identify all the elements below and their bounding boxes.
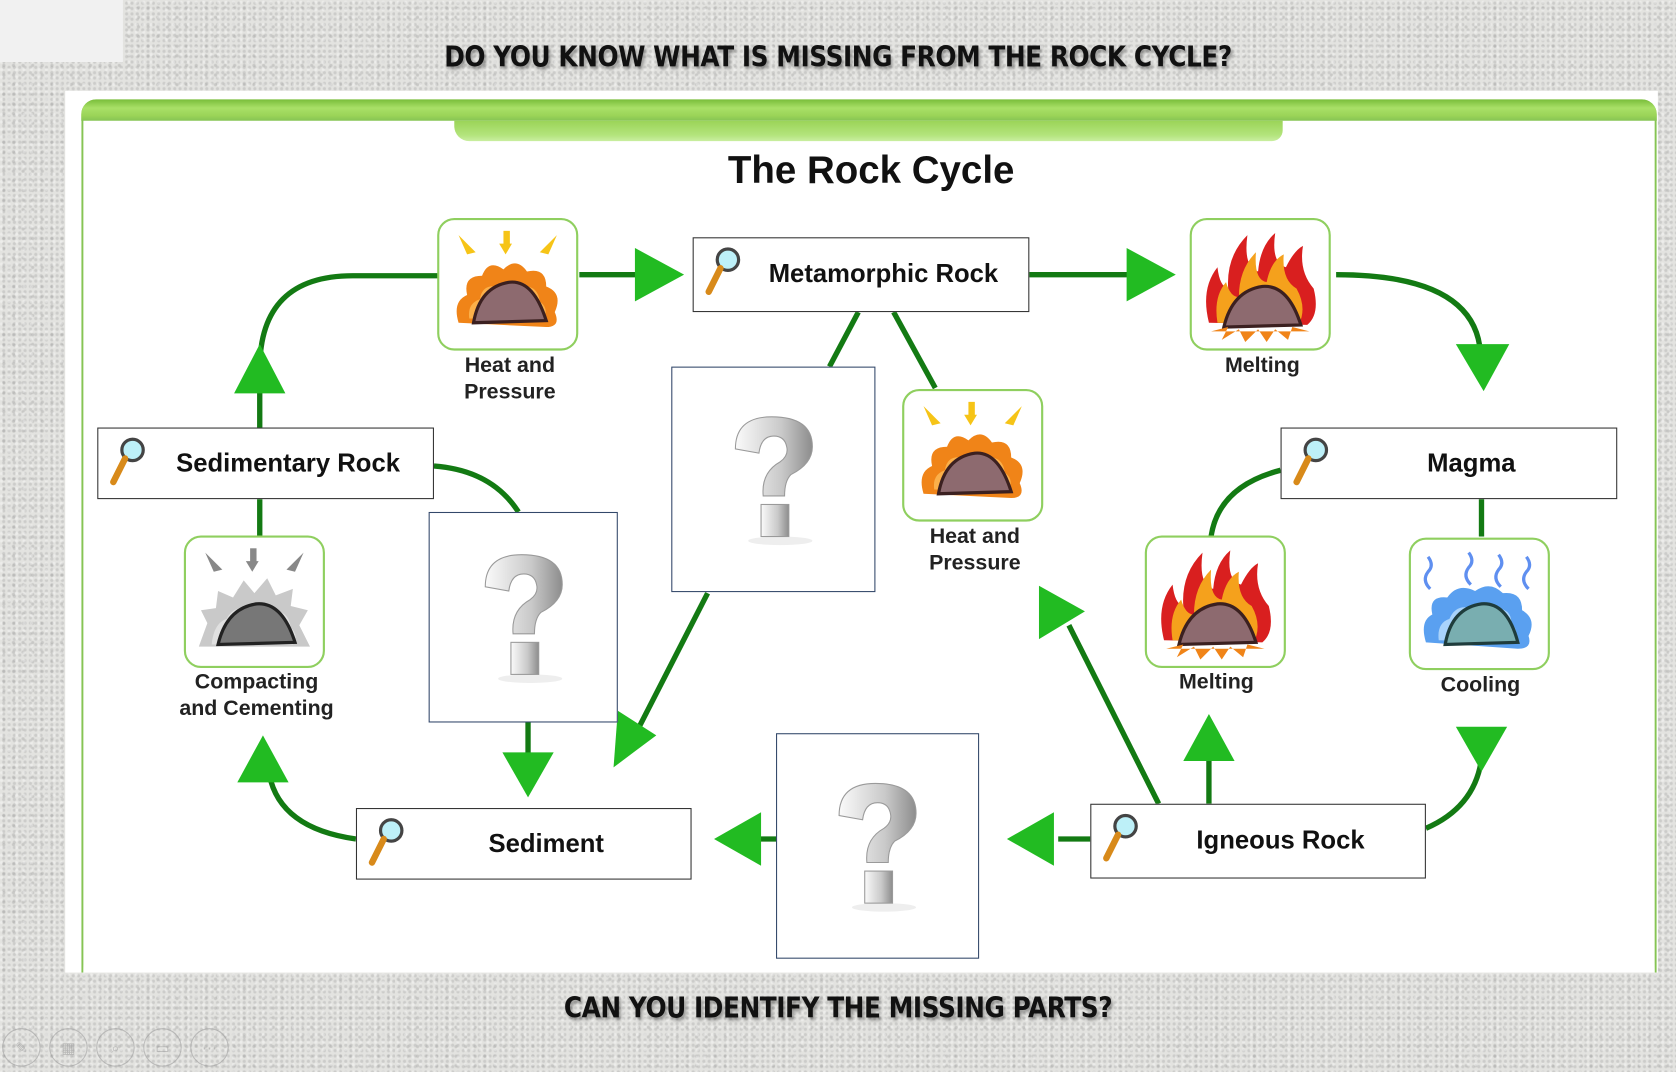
process-label: Melting — [1224, 353, 1300, 378]
connector-meta-to-heat2 — [891, 310, 938, 390]
missing-part-1[interactable]: ? — [671, 366, 876, 593]
diagram-title: The Rock Cycle — [727, 147, 1015, 192]
arrow-up-to-compact — [237, 735, 289, 783]
node-label: Igneous Rock — [1196, 826, 1365, 856]
process-label: Melting — [1178, 670, 1254, 694]
node-magma[interactable]: Magma — [1280, 427, 1618, 500]
process-heat-pressure-2[interactable] — [902, 389, 1044, 522]
top-question: DO YOU KNOW WHAT IS MISSING FROM THE ROC… — [444, 40, 1232, 74]
process-melting-2[interactable] — [1144, 535, 1286, 668]
arrow-left-to-sediment — [714, 812, 762, 866]
magnifier-icon — [1103, 813, 1138, 862]
zoom-icon[interactable]: ⌕ — [96, 1028, 135, 1067]
question-mark-icon — [838, 782, 917, 912]
question-mark-icon — [734, 415, 813, 545]
process-heat-pressure-1[interactable] — [437, 218, 579, 351]
connector-to-heat1 — [257, 273, 439, 369]
frame-header-tab — [454, 120, 1283, 142]
presentation-toolbar: ✎ ▦ ⌕ ▭ ⋯ — [2, 1028, 229, 1067]
process-compacting-cementing[interactable] — [183, 535, 325, 668]
node-label: Magma — [1427, 448, 1516, 478]
node-label: Sediment — [488, 828, 604, 858]
arrow-down-to-igneous — [1455, 726, 1508, 772]
connector-magma-to-melting2 — [1208, 467, 1282, 537]
node-igneous-rock[interactable]: Igneous Rock — [1090, 803, 1426, 879]
node-sediment[interactable]: Sediment — [355, 808, 692, 880]
subtitles-icon[interactable]: ▭ — [143, 1028, 182, 1067]
process-cooling[interactable] — [1408, 537, 1550, 671]
process-label: Cooling — [1440, 673, 1521, 697]
process-melting-1[interactable] — [1189, 218, 1331, 351]
melting-icon — [1206, 232, 1316, 343]
frame-header-band — [81, 99, 1657, 121]
connector-sediment-to-compact — [266, 774, 357, 842]
arrow-down-to-magma — [1455, 344, 1510, 392]
slides-icon[interactable]: ▦ — [49, 1028, 88, 1067]
heat-pressure-icon — [921, 401, 1023, 499]
arrow-diag-to-sediment — [613, 710, 657, 768]
connector-igneous-to-heat2 — [1066, 624, 1162, 805]
arrow-up-to-heat2 — [1038, 585, 1085, 640]
node-label: Metamorphic Rock — [768, 259, 999, 289]
connector-melting1-to-magma — [1336, 272, 1484, 353]
node-label: Sedimentary Rock — [176, 448, 400, 478]
pen-icon[interactable]: ✎ — [2, 1028, 41, 1067]
missing-part-3[interactable]: ? — [776, 733, 980, 959]
diagram-frame — [81, 99, 1657, 973]
connector-q1-to-sediment — [636, 591, 710, 729]
more-icon[interactable]: ⋯ — [190, 1028, 229, 1067]
connector-cooling-to-igneous — [1424, 758, 1485, 831]
corner-patch — [0, 0, 123, 62]
arrow-left-to-q3 — [1006, 812, 1054, 866]
arrow-right-to-melting1 — [1126, 247, 1176, 302]
arrow-up-to-melting2 — [1183, 713, 1235, 761]
arrow-right-to-meta — [634, 247, 685, 302]
node-sedimentary-rock[interactable]: Sedimentary Rock — [97, 427, 434, 500]
melting-icon — [1161, 550, 1271, 660]
missing-part-2[interactable]: ? — [428, 511, 618, 723]
cooling-icon — [1423, 551, 1532, 649]
node-metamorphic-rock[interactable]: Metamorphic Rock — [692, 237, 1030, 313]
question-mark-icon — [484, 553, 563, 683]
bottom-question: CAN YOU IDENTIFY THE MISSING PARTS? — [563, 991, 1113, 1025]
connector-meta-to-q1 — [827, 310, 861, 368]
arrow-up-sedimentary — [234, 344, 286, 394]
magnifier-icon — [1293, 437, 1329, 486]
magnifier-icon — [368, 818, 404, 866]
arrow-down-to-sediment — [502, 752, 554, 798]
connector-sedimentary-to-q2 — [433, 463, 521, 514]
heat-pressure-icon — [456, 230, 558, 328]
magnifier-icon — [110, 437, 145, 486]
compacting-icon — [198, 548, 310, 647]
magnifier-icon — [705, 247, 741, 295]
